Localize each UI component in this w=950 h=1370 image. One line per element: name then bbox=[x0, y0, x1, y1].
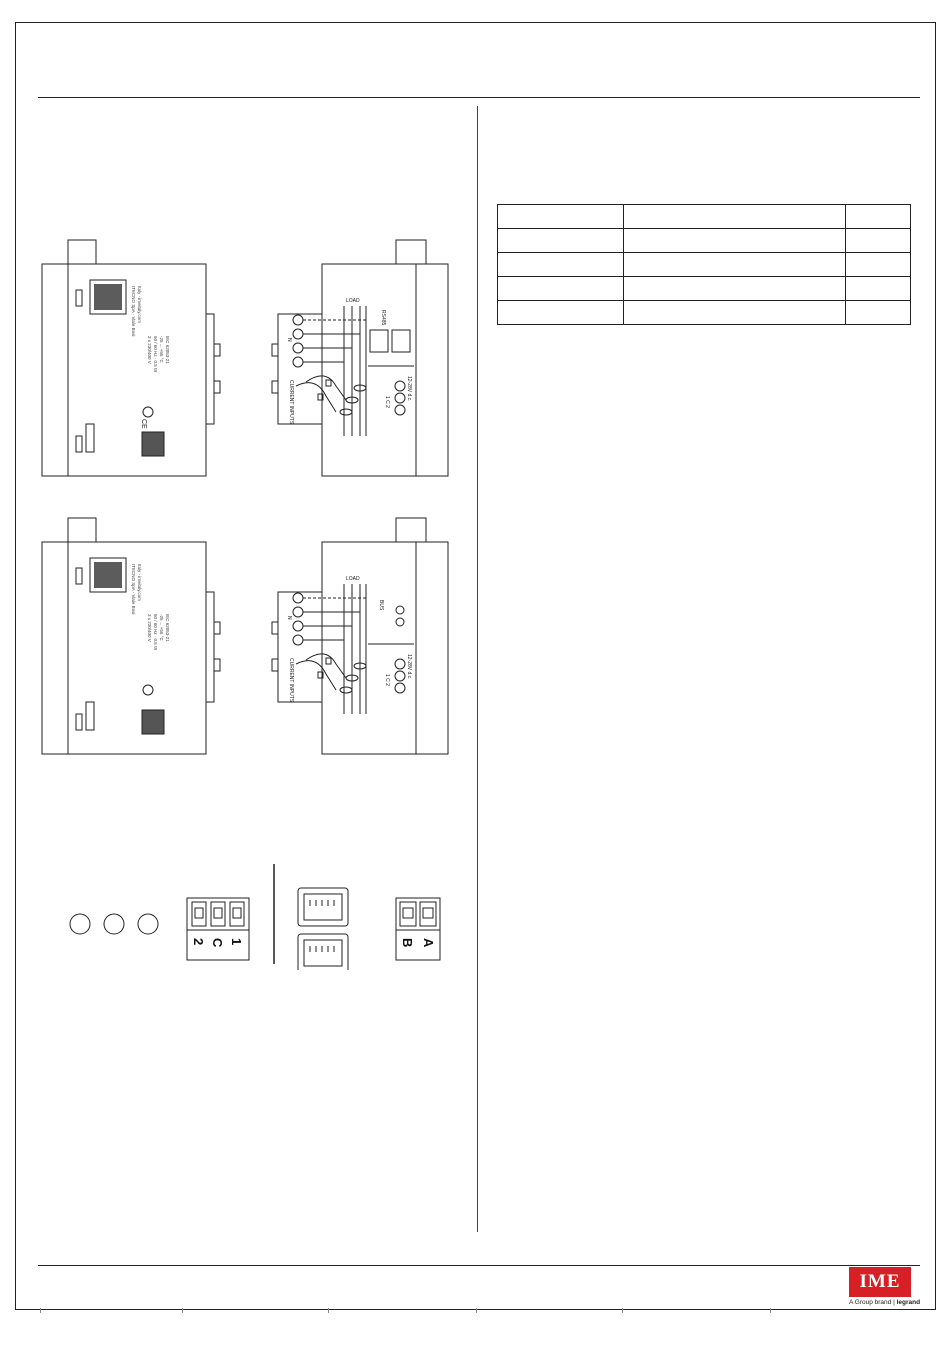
svg-text:Italy · imeitaly.com: Italy · imeitaly.com bbox=[137, 286, 142, 323]
svg-text:ITECNO SpA · Viale Bosi: ITECNO SpA · Viale Bosi bbox=[131, 564, 136, 614]
tagline-brand: legrand bbox=[896, 1299, 921, 1306]
footer-tick bbox=[40, 1308, 41, 1313]
current-inputs-label: CURRENT INPUTS bbox=[288, 380, 294, 425]
pulse-terminal-block bbox=[186, 897, 250, 961]
device-front-view-rs485: ITECNO SpA · Viale Bosi Italy · imeitaly… bbox=[41, 239, 221, 477]
svg-text:3 x 230/400 V: 3 x 230/400 V bbox=[147, 614, 152, 642]
rs485-label: RS485 bbox=[380, 310, 386, 326]
footer-tick bbox=[328, 1308, 329, 1313]
bus-terminal-block bbox=[395, 897, 441, 961]
svg-text:CE: CE bbox=[140, 419, 147, 429]
bus-terminal-label: B bbox=[400, 938, 415, 947]
rj45-ports bbox=[297, 887, 349, 970]
footer-tick bbox=[622, 1308, 623, 1313]
footer-tick bbox=[182, 1308, 183, 1313]
wiring-diagram-bus: LOAD BUS N CURRENT INPUTS 1 C 2 12-28V d… bbox=[271, 517, 449, 755]
pulse-terminal-label: C bbox=[210, 938, 225, 948]
svg-text:3 x 230/400 V: 3 x 230/400 V bbox=[147, 336, 152, 364]
brand-logo: IME bbox=[849, 1267, 911, 1297]
pulse-terminal-label: 1 bbox=[229, 938, 244, 945]
table-row bbox=[497, 276, 911, 301]
svg-text:-25 ... +55 °C: -25 ... +55 °C bbox=[159, 336, 164, 363]
current-inputs-label: CURRENT INPUTS bbox=[288, 658, 294, 703]
pulse-terminals-label: 1 C 2 bbox=[384, 674, 390, 686]
supply-label: 12-28V d.c. bbox=[406, 376, 412, 402]
column-divider bbox=[477, 106, 478, 1232]
load-label: LOAD bbox=[346, 576, 360, 582]
led-indicator bbox=[137, 913, 159, 935]
load-label: LOAD bbox=[346, 298, 360, 304]
footer-tick bbox=[770, 1308, 771, 1313]
svg-text:IEC 62053-21: IEC 62053-21 bbox=[165, 614, 170, 642]
svg-text:ITECNO SpA · Viale Bosi: ITECNO SpA · Viale Bosi bbox=[131, 286, 136, 336]
wiring-diagram-rs485: LOAD RS485 N CURRENT INPUTS 1 C 2 12-28V… bbox=[271, 239, 449, 477]
led-indicator bbox=[103, 913, 125, 935]
svg-text:50 / 60 Hz · 0.5 W: 50 / 60 Hz · 0.5 W bbox=[153, 336, 158, 373]
table-row bbox=[497, 204, 911, 229]
footer-tick bbox=[476, 1308, 477, 1313]
bus-label: BUS bbox=[378, 600, 384, 611]
svg-text:IEC 62053-21: IEC 62053-21 bbox=[165, 336, 170, 364]
tagline-prefix: A Group brand bbox=[849, 1299, 892, 1306]
terminal-icons: 2 C 1 B A bbox=[69, 864, 441, 970]
page-frame bbox=[15, 22, 936, 1310]
pulse-terminals-label: 1 C 2 bbox=[384, 396, 390, 408]
svg-text:-25 ... +55 °C: -25 ... +55 °C bbox=[159, 614, 164, 641]
header-rule bbox=[38, 97, 920, 98]
neutral-label: N bbox=[286, 616, 292, 620]
device-front-view-bus: ITECNO SpA · Viale Bosi Italy · imeitaly… bbox=[41, 517, 221, 755]
table-row bbox=[497, 252, 911, 277]
supply-label: 12-28V d.c. bbox=[406, 654, 412, 680]
svg-text:Italy · imeitaly.com: Italy · imeitaly.com bbox=[137, 564, 142, 601]
brand-tagline: A Group brand | legrand bbox=[849, 1299, 921, 1306]
pulse-terminal-label: 2 bbox=[191, 938, 206, 945]
table-row bbox=[497, 300, 911, 325]
led-indicator bbox=[69, 913, 91, 935]
spec-table bbox=[497, 204, 911, 325]
bus-terminal-label: A bbox=[421, 938, 436, 948]
neutral-label: N bbox=[286, 338, 292, 342]
table-row bbox=[497, 228, 911, 253]
svg-text:50 / 60 Hz · 0.5 W: 50 / 60 Hz · 0.5 W bbox=[153, 614, 158, 651]
footer-rule bbox=[38, 1265, 920, 1266]
